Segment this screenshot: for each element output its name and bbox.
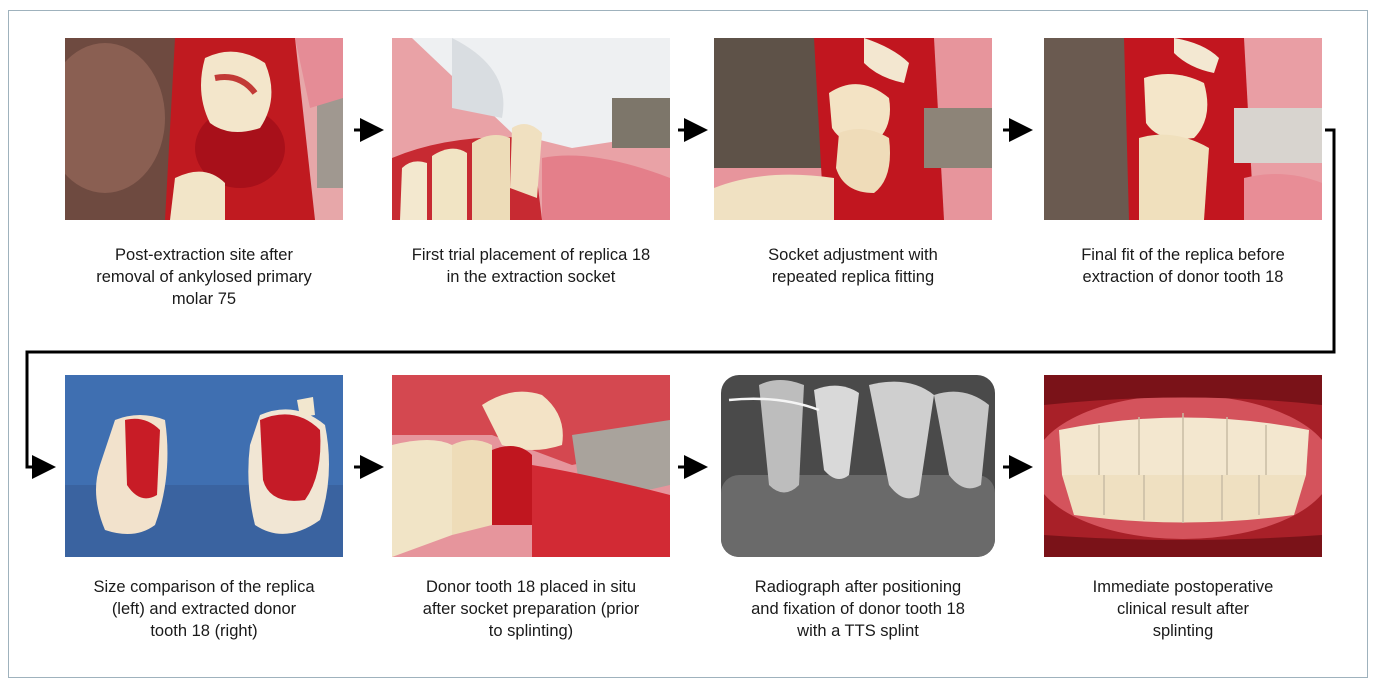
photo-socket-adjustment xyxy=(714,38,992,220)
photo-final-fit-replica xyxy=(1044,38,1322,220)
photo-size-comparison xyxy=(65,375,343,557)
caption-step-3: Socket adjustment with repeated replica … xyxy=(703,244,1003,288)
photo-first-trial-placement xyxy=(392,38,670,220)
photo-post-extraction-site xyxy=(65,38,343,220)
caption-step-8: Immediate postoperative clinical result … xyxy=(1033,576,1333,642)
photo-radiograph xyxy=(719,375,997,557)
caption-step-6: Donor tooth 18 placed in situ after sock… xyxy=(381,576,681,642)
photo-postoperative-result xyxy=(1044,375,1322,557)
caption-step-5: Size comparison of the replica (left) an… xyxy=(54,576,354,642)
photo-donor-tooth-in-situ xyxy=(392,375,670,557)
caption-step-2: First trial placement of replica 18 in t… xyxy=(381,244,681,288)
caption-step-7: Radiograph after positioning and fixatio… xyxy=(708,576,1008,642)
caption-step-4: Final fit of the replica before extracti… xyxy=(1033,244,1333,288)
caption-step-1: Post-extraction site after removal of an… xyxy=(54,244,354,310)
